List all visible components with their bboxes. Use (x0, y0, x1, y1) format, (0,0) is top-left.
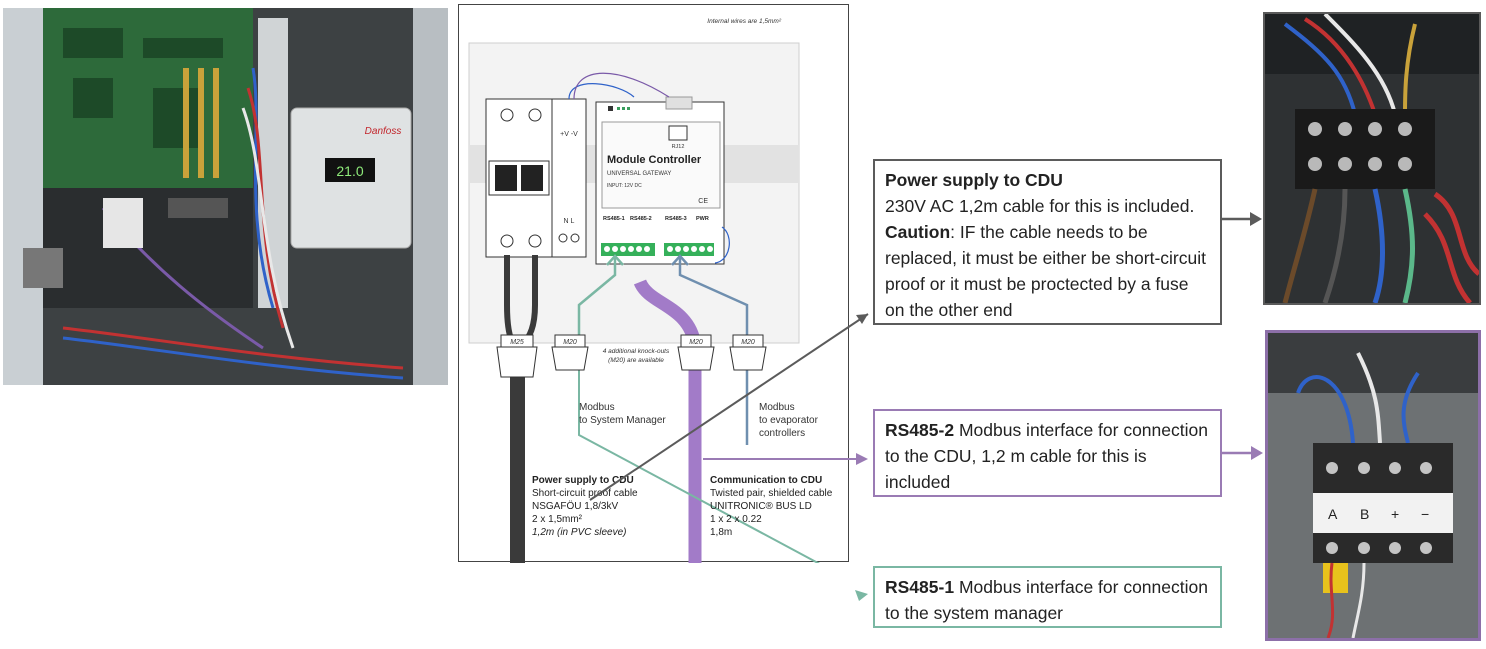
gland-m20-a-label: M20 (563, 339, 577, 346)
terminal-photo-power (1263, 12, 1481, 305)
power-cdu-title: Power supply to CDU (532, 475, 634, 486)
rj12-label: RJ12 (672, 144, 685, 150)
controller-display-reading: 21.0 (336, 163, 363, 179)
callout-cdu-title: Power supply to CDU (885, 170, 1063, 190)
wiring-diagram: Internal wires are 1,5mm² +V -V N L RJ12… (458, 4, 860, 586)
modbus-evaporator-1: Modbus (759, 402, 795, 413)
callout-cdu-caution-label: Caution (885, 222, 951, 242)
modbus-system-manager-2: to System Manager (579, 415, 666, 426)
callout-rs485-1: RS485-1 Modbus interface for connection … (873, 566, 1222, 628)
callout-rs485-2-text: Modbus interface for connection to the C… (885, 420, 1208, 492)
brand-logo: Danfoss (365, 126, 402, 137)
callout-rs485-1-text: Modbus interface for connection to the s… (885, 577, 1208, 623)
gland-m20-c-label: M20 (741, 339, 755, 346)
arrow-to-cdu-callout (856, 314, 868, 324)
terminal-label-plus: + (1391, 506, 1399, 522)
module-controller-title: Module Controller (607, 154, 702, 166)
psu-n-l-label: N L (564, 218, 575, 225)
modbus-evaporator-2: to evaporator (759, 415, 819, 426)
comm-cdu-title: Communication to CDU (710, 475, 822, 486)
modbus-evaporator-3: controllers (759, 428, 805, 439)
terminal-photo-rs485: A B + − (1265, 330, 1481, 641)
power-cdu-line1: Short-circuit proof cable (532, 488, 638, 499)
module-controller-subtitle: UNIVERSAL GATEWAY (607, 171, 671, 177)
psu-plus-minus-label: +V -V (560, 131, 578, 138)
callout-rs485-2: RS485-2 Modbus interface for connection … (873, 409, 1222, 497)
arrow-to-rs485-1-callout (855, 590, 868, 601)
terminal-label-a: A (1328, 506, 1338, 522)
port-pwr-label: PWR (696, 216, 709, 222)
comm-cdu-line4: 1,8m (710, 527, 732, 538)
callout-power-supply-cdu: Power supply to CDU 230V AC 1,2m cable f… (873, 159, 1222, 325)
arrow-to-bottom-photo (1251, 446, 1263, 460)
callout-cdu-line1: 230V AC 1,2m cable for this is included. (885, 196, 1195, 216)
power-cdu-line3: 2 x 1,5mm² (532, 514, 583, 525)
knockouts-note-1: 4 additional knock-outs (603, 348, 670, 355)
knockouts-note-2: (M20) are available (608, 357, 664, 364)
power-cdu-line2: NSGAFÖU 1,8/3kV (532, 500, 618, 512)
callout-rs485-1-label: RS485-1 (885, 577, 955, 597)
internal-wires-note: Internal wires are 1,5mm² (707, 18, 782, 25)
module-controller-input: INPUT: 12V DC (607, 183, 642, 189)
arrow-to-top-photo (1250, 212, 1262, 226)
modbus-system-manager-1: Modbus (579, 402, 615, 413)
gland-m20-b-label: M20 (689, 339, 703, 346)
comm-cdu-line2: UNITRONIC® BUS LD (710, 501, 812, 512)
terminal-label-b: B (1360, 506, 1369, 522)
arrow-to-rs485-2-callout (856, 453, 868, 465)
port-rs485-2-label: RS485-2 (630, 216, 652, 222)
cabinet-photo: 21.0 Danfoss (3, 8, 448, 385)
comm-cdu-line3: 1 x 2 x 0.22 (710, 514, 762, 525)
port-rs485-1-label: RS485-1 (603, 216, 625, 222)
terminal-label-minus: − (1421, 506, 1429, 522)
power-cdu-line4: 1,2m (in PVC sleeve) (532, 527, 626, 538)
callout-rs485-2-label: RS485-2 (885, 420, 955, 440)
port-rs485-3-label: RS485-3 (665, 216, 687, 222)
ce-mark: CE (698, 198, 708, 205)
callout-cdu-caution-text: : IF the cable needs to be replaced, it … (885, 222, 1206, 320)
comm-cdu-line1: Twisted pair, shielded cable (710, 488, 833, 499)
gland-m25-label: M25 (510, 339, 524, 346)
